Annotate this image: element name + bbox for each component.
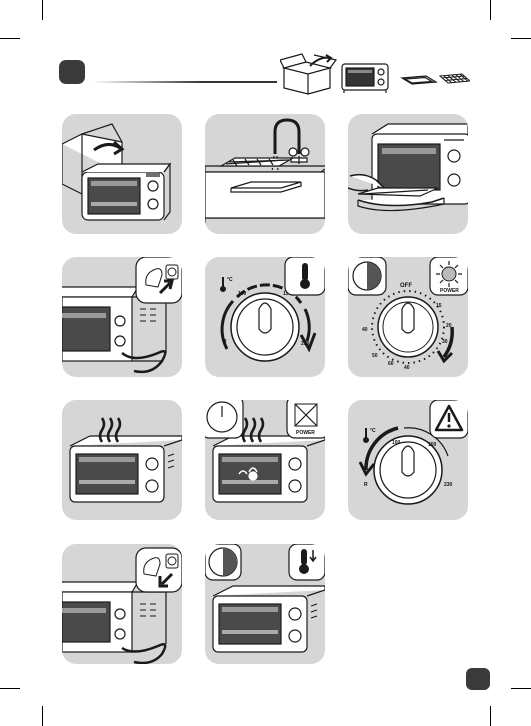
no-power-icon: POWER: [286, 400, 325, 439]
baking-tray-icon: [400, 75, 438, 85]
page-number-badge: [466, 668, 490, 690]
warn-tick-min: R: [364, 482, 368, 488]
clock-bubble: [205, 400, 244, 439]
crop-mark: [511, 688, 531, 689]
step-unplug-panel: [62, 544, 182, 664]
timer-tick-40-bottom: 40: [404, 365, 410, 371]
quarter-clock-bubble: [205, 544, 242, 581]
thermometer-mini-icon: [363, 428, 369, 443]
section-badge: [59, 60, 85, 84]
crop-mark: [511, 38, 531, 39]
step-temperature-dial-panel: °C 100 150 R 230: [205, 257, 325, 377]
power-bubble-label: POWER: [296, 430, 315, 436]
crop-mark: [42, 706, 43, 726]
sun-icon: POWER: [429, 257, 468, 296]
step-warning-temperature-panel: °C 100 150 R 230: [348, 400, 468, 520]
crop-mark: [490, 0, 491, 20]
header-rule: [92, 81, 277, 83]
step-timer-no-power-panel: POWER: [205, 400, 325, 520]
timer-tick-15: 15: [436, 303, 442, 309]
temp-tick-low: 100: [238, 291, 247, 297]
step-preheat-smoke-panel: [62, 400, 182, 520]
crop-mark: [42, 0, 43, 20]
timer-tick-20: 20: [446, 323, 452, 329]
unplug-bubble: [135, 547, 182, 593]
wire-rack-icon: [438, 73, 472, 84]
step-timer-dial-panel: OFF 15 20 30 40 40 50 60 POWER: [348, 257, 468, 377]
toaster-oven-icon: [341, 63, 389, 93]
temp-unit-label: °C: [227, 277, 233, 283]
temp-tick-mid: 150: [283, 291, 292, 297]
package-contents: [279, 52, 472, 96]
step-unpack-panel: [62, 114, 182, 234]
warn-tick-max: 230: [444, 482, 453, 488]
warn-tick-mid: 150: [428, 442, 437, 448]
step-insert-tray-panel: [348, 114, 468, 234]
thermometer-mini-icon: [220, 277, 226, 292]
thermometer-down-icon: [288, 544, 325, 581]
crop-mark: [0, 38, 20, 39]
sun-power-label: POWER: [440, 288, 459, 294]
temp-tick-max: 230: [301, 341, 310, 347]
timer-tick-60: 60: [388, 361, 394, 367]
plug-in-bubble: [135, 257, 182, 304]
package-box-icon: [279, 53, 338, 95]
timer-tick-30: 30: [442, 339, 448, 345]
timer-tick-40-left: 40: [362, 327, 368, 333]
temp-tick-min: R: [223, 339, 227, 345]
timer-off-label: OFF: [400, 283, 412, 289]
half-clock-bubble: [348, 257, 387, 296]
step-cool-down-panel: [205, 544, 325, 664]
crop-mark: [0, 688, 20, 689]
step-plug-in-panel: [62, 257, 182, 377]
crop-mark: [490, 706, 491, 726]
warn-tick-low: 100: [392, 440, 401, 446]
step-wash-accessories-panel: [205, 114, 325, 234]
warning-icon: [429, 400, 468, 439]
timer-tick-50: 50: [372, 353, 378, 359]
warn-unit-label: °C: [370, 428, 376, 434]
thermometer-bubble: [284, 257, 325, 296]
